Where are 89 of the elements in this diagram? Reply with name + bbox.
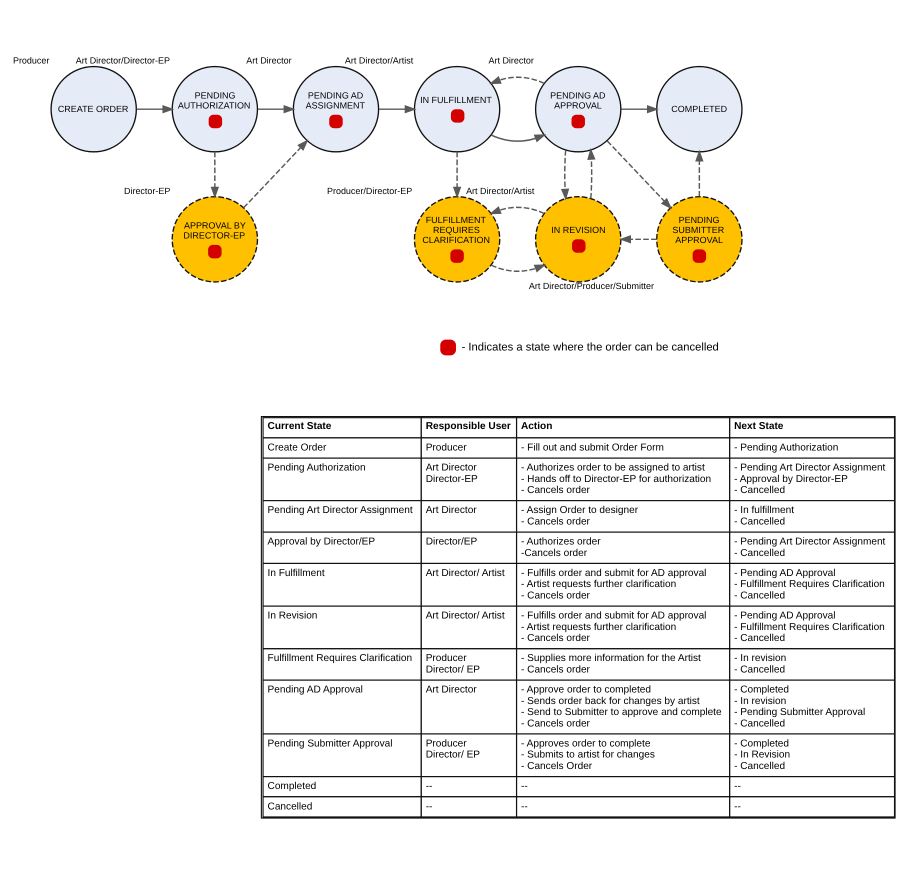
- label: - Hands off to Director-EP for authorization: [521, 474, 712, 485]
- node-label: Art Director/Artist: [344, 56, 414, 66]
- label: - In revision: [734, 696, 786, 707]
- label: - Cancels order: [521, 718, 590, 730]
- label: - Pending AD Approval: [734, 568, 836, 579]
- label: In Fulfillment: [268, 568, 325, 579]
- label: Cancelled: [268, 801, 312, 812]
- label: - Fulfills order and submit for AD approval: [521, 568, 706, 579]
- label: - Cancels order: [521, 485, 590, 496]
- label: Director/ EP: [426, 750, 480, 761]
- label: --: [426, 781, 432, 792]
- label: Producer: [426, 442, 467, 454]
- node-label: Art Director: [246, 56, 292, 66]
- node-label: Art Director/Producer/Submitter: [528, 281, 654, 292]
- label: Producer: [426, 738, 467, 750]
- node-label: Producer: [12, 56, 50, 66]
- label: - Cancels order: [521, 633, 590, 644]
- label: - In revision: [734, 653, 786, 664]
- label: Pending Art Director Assignment: [268, 505, 413, 516]
- label: - Cancels order: [521, 664, 590, 676]
- label: - Pending Submitter Approval: [734, 707, 866, 718]
- label: - Approve order to completed: [521, 684, 651, 696]
- label: - Cancelled: [734, 548, 786, 559]
- label: - Authorizes order: [521, 536, 601, 548]
- label: Approval by Director/EP: [268, 536, 376, 548]
- label: --: [734, 801, 741, 812]
- label: - Authorizes order to be assigned to artist: [521, 462, 705, 474]
- label: - Fulfillment Requires Clarification: [734, 622, 885, 633]
- label: Create Order: [268, 442, 326, 454]
- legend-label: - Indicates a state where the order can be cancelled: [462, 341, 719, 354]
- label: In Revision: [268, 610, 318, 622]
- label: - Pending Authorization: [734, 442, 838, 454]
- label: Art Director/ Artist: [426, 568, 505, 579]
- label: - Assign Order to designer: [521, 505, 638, 516]
- label: Producer: [426, 653, 467, 664]
- label: Pending AD Approval: [268, 684, 363, 696]
- label: Fulfillment Requires Clarification: [268, 653, 412, 664]
- label: - Supplies more information for the Artist: [521, 653, 701, 664]
- label: -Cancels order: [521, 548, 588, 559]
- label: Director-EP: [426, 474, 478, 485]
- label: Director/ EP: [426, 664, 480, 676]
- label: --: [521, 801, 528, 812]
- label: - Cancelled: [734, 485, 786, 496]
- label: --: [521, 781, 528, 792]
- label: --: [734, 781, 741, 792]
- label: - Artist requests further clarification: [521, 579, 676, 590]
- label: Art Director: [426, 462, 477, 474]
- label: Responsible User: [426, 421, 511, 432]
- label: - Sends order back for changes by artist: [521, 696, 700, 707]
- node-label: Producer/Director-EP: [326, 186, 412, 196]
- label: - In Revision: [734, 750, 790, 761]
- label: - Pending AD Approval: [734, 610, 836, 622]
- label: Pending Authorization: [268, 462, 366, 474]
- label: - In fulfillment: [734, 505, 794, 516]
- label: - Send to Submitter to approve and complete: [521, 707, 722, 718]
- label: - Pending Art Director Assignment: [734, 462, 886, 474]
- label: - Cancels Order: [521, 760, 592, 772]
- label: - Cancels order: [521, 590, 590, 602]
- label: - Completed: [734, 738, 790, 750]
- label: - Submits to artist for changes: [521, 750, 655, 761]
- label: Pending Submitter Approval: [268, 738, 392, 750]
- label: Action: [521, 421, 552, 432]
- label: - Fulfillment Requires Clarification: [734, 579, 885, 590]
- node-label: Director-EP: [124, 186, 170, 196]
- label: - Cancelled: [734, 664, 786, 676]
- label: - Approves order to complete: [521, 738, 650, 750]
- label: - Cancels order: [521, 516, 590, 528]
- label: Current State: [268, 421, 332, 432]
- label: Art Director/ Artist: [426, 610, 505, 622]
- label: Art Director: [426, 505, 477, 516]
- label: - Pending Art Director Assignment: [734, 536, 886, 548]
- label: Completed: [268, 781, 316, 792]
- label: - Cancelled: [734, 760, 786, 772]
- label: - Cancelled: [734, 590, 786, 602]
- label: - Fill out and submit Order Form: [521, 442, 664, 454]
- node-label: Art Director/Artist: [466, 186, 534, 196]
- label: - Completed: [734, 684, 790, 696]
- label: Next State: [734, 421, 784, 432]
- label: - Cancelled: [734, 516, 786, 528]
- label: --: [426, 801, 432, 812]
- node-label: Art Director/Director-EP: [76, 56, 170, 66]
- label: - Artist requests further clarification: [521, 622, 676, 633]
- label: Director/EP: [426, 536, 478, 548]
- label: - Cancelled: [734, 633, 786, 644]
- label: - Approval by Director-EP: [734, 474, 848, 485]
- node-label: Art Director: [488, 56, 534, 66]
- label: Art Director: [426, 684, 477, 696]
- label: - Cancelled: [734, 718, 786, 730]
- label: - Fulfills order and submit for AD approval: [521, 610, 706, 622]
